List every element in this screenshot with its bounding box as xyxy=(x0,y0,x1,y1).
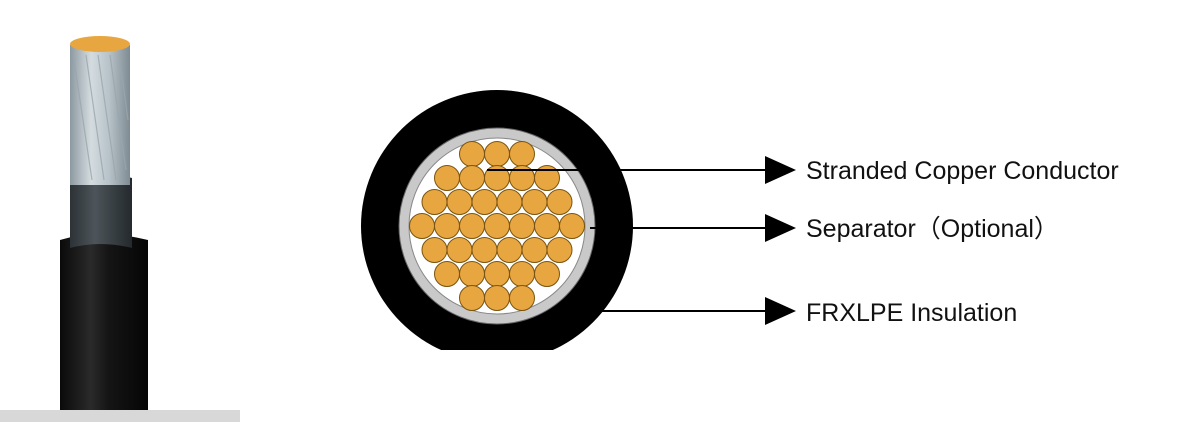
cable-cross-section xyxy=(361,90,660,350)
copper-strand xyxy=(459,141,485,167)
copper-strand xyxy=(496,189,523,215)
label-separator: Separator（Optional） xyxy=(806,215,1059,243)
copper-strand xyxy=(409,213,435,239)
copper-strand xyxy=(559,213,585,239)
copper-strand xyxy=(484,261,510,287)
copper-end-photo xyxy=(70,36,130,52)
copper-strand xyxy=(546,189,573,215)
copper-strand xyxy=(434,213,460,239)
copper-strand xyxy=(459,213,485,239)
copper-strand xyxy=(421,189,448,215)
copper-strand xyxy=(459,285,485,311)
copper-strand xyxy=(484,213,510,239)
copper-strand xyxy=(471,237,498,263)
copper-strand xyxy=(471,189,498,215)
copper-strand xyxy=(484,285,510,311)
copper-strands xyxy=(409,141,585,311)
copper-strand xyxy=(509,213,535,239)
copper-strand xyxy=(534,213,560,239)
copper-strand xyxy=(509,285,535,311)
copper-strand xyxy=(434,165,460,191)
copper-strand xyxy=(446,237,473,263)
outer-sheath-photo xyxy=(60,234,148,410)
arrowhead-insulation xyxy=(765,297,796,325)
copper-strand xyxy=(509,261,535,287)
inner-sheath-photo xyxy=(70,174,132,248)
label-stranded-copper-conductor: Stranded Copper Conductor xyxy=(806,157,1119,185)
copper-strand xyxy=(534,261,560,287)
copper-strand xyxy=(496,237,523,263)
copper-strand xyxy=(446,189,473,215)
arrowhead-conductor xyxy=(765,156,796,184)
label-frxlpe-insulation: FRXLPE Insulation xyxy=(806,299,1018,327)
copper-strand xyxy=(484,141,510,167)
cable-photo xyxy=(0,36,240,422)
copper-strand xyxy=(534,165,560,191)
copper-strand xyxy=(421,237,448,263)
arrowhead-separator xyxy=(765,214,796,242)
copper-strand xyxy=(434,261,460,287)
copper-strand xyxy=(459,165,485,191)
copper-strand xyxy=(459,261,485,287)
copper-strand xyxy=(546,237,573,263)
copper-strand xyxy=(509,141,535,167)
copper-strand xyxy=(521,189,548,215)
copper-strand xyxy=(521,237,548,263)
